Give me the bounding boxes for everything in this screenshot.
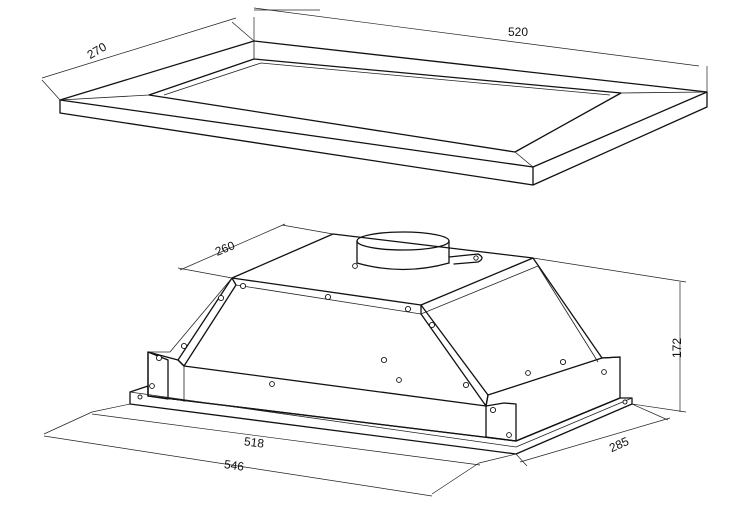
hood-base-flange	[129, 385, 633, 455]
dim-unit-height: 172	[532, 257, 687, 413]
hood-left-back-edge	[148, 277, 233, 353]
hood-unit	[129, 231, 633, 455]
dim-frame-depth: 270	[41, 17, 255, 101]
dim-unit-top-depth: 260	[177, 223, 334, 279]
hood-front-slant	[420, 304, 489, 407]
frame-front-edge	[59, 99, 534, 186]
dim-unit-outer-width: 546	[43, 411, 480, 497]
frame-bevel-right	[620, 91, 708, 94]
dim-label-unit-depth: 285	[607, 434, 631, 455]
frame-right-edge	[532, 91, 708, 186]
dim-label-unit-height: 172	[670, 338, 684, 358]
collar-latch	[448, 253, 483, 265]
dim-label-unit-outer-width: 546	[223, 457, 245, 474]
right-bracket	[485, 402, 517, 442]
hood-right-side	[532, 257, 621, 359]
dim-label-unit-inner-width: 518	[243, 434, 265, 450]
hood-right-side-inner	[537, 265, 599, 363]
dim-label-frame-width: 520	[508, 25, 528, 39]
dim-label-unit-top-depth: 260	[213, 238, 237, 259]
frame-bevel-front	[514, 151, 534, 168]
exhaust-collar	[352, 231, 483, 271]
flange-top-line	[129, 391, 517, 448]
dim-unit-depth: 285	[515, 403, 671, 467]
frame-top-face	[59, 40, 708, 168]
collar-base	[356, 262, 450, 271]
screws	[137, 282, 628, 438]
frame-rebate-line	[163, 62, 611, 96]
frame-opening	[148, 58, 622, 153]
frame-bevel-left	[59, 94, 150, 101]
dim-unit-inner-width: 518	[91, 403, 517, 466]
hood-left-side	[177, 277, 237, 367]
hood-top-flange	[235, 265, 539, 315]
dim-frame-width: 520	[253, 7, 708, 92]
hood-top-panel	[231, 233, 534, 306]
collar-rim	[356, 231, 450, 251]
trim-frame	[59, 40, 708, 186]
flange-right-line	[515, 397, 633, 448]
